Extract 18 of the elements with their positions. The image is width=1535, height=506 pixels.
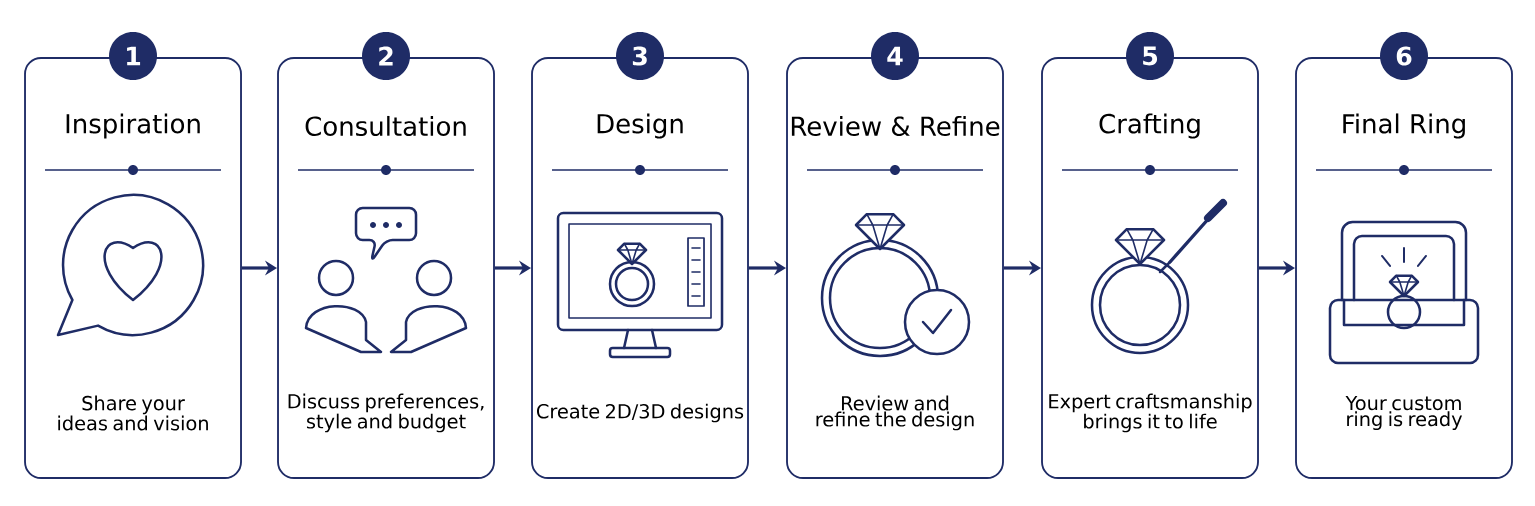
step-title: Crafting (1099, 113, 1200, 139)
step-number-badge: 4 (871, 32, 919, 80)
step-description: Expert craftsmanship brings it to life (1049, 393, 1252, 433)
step-number-badge: 3 (616, 32, 664, 80)
step-title: Review & Refine (791, 115, 1000, 137)
step-title: Consultation (305, 115, 466, 137)
step-description: Review and refine the design (816, 395, 974, 431)
step-number-badge: 1 (109, 32, 157, 80)
step-title: Inspiration (66, 113, 200, 139)
step-description: Discuss preferences, style and budget (288, 393, 484, 433)
step-title: Final Ring (1343, 113, 1465, 139)
step-description: Your custom ring is ready (1345, 395, 1463, 431)
step-description: Share your ideas and vision (58, 395, 208, 431)
step-number-badge: 6 (1380, 32, 1428, 80)
step-number-badge: 2 (362, 32, 410, 80)
step-title: Design (597, 113, 683, 139)
step-description: Create 2D/3D designs (537, 403, 744, 423)
step-number-badge: 5 (1126, 32, 1174, 80)
